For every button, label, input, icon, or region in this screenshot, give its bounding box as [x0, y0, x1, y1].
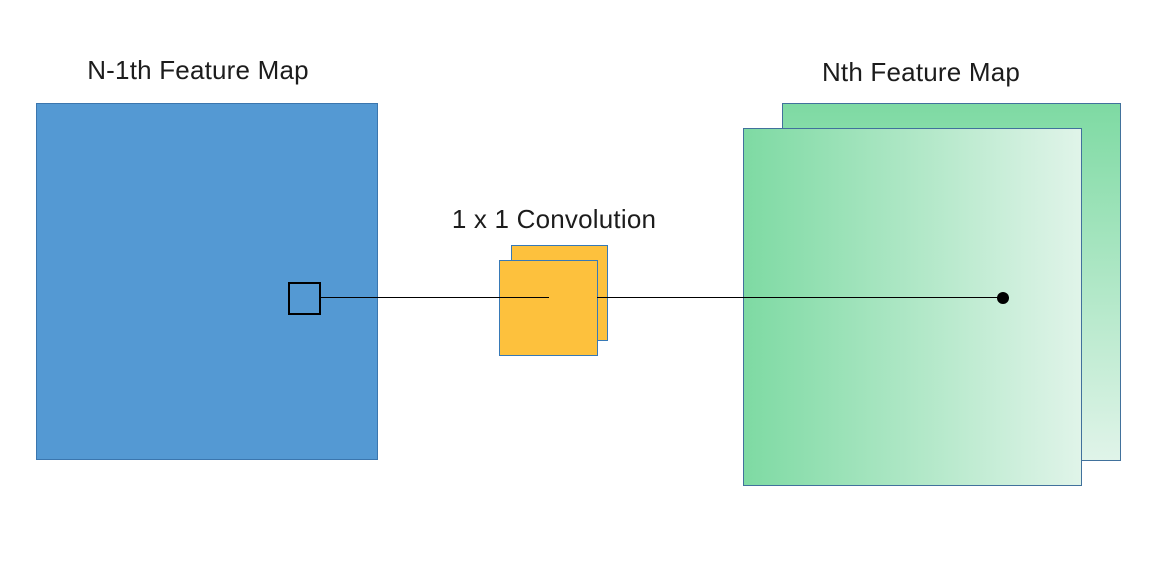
- input-feature-map-label: N-1th Feature Map: [87, 55, 309, 85]
- conv-kernel-front-square: [499, 260, 598, 356]
- input-feature-map: [36, 103, 378, 460]
- output-feature-map-label: Nth Feature Map: [821, 57, 1021, 87]
- connector-line-right: [597, 297, 1004, 299]
- output-feature-map-front: [743, 128, 1082, 486]
- convolution-label: 1 x 1 Convolution: [451, 204, 657, 234]
- connector-line-left: [321, 297, 549, 299]
- output-pixel-dot: [997, 292, 1009, 304]
- receptive-field-box: [288, 282, 321, 315]
